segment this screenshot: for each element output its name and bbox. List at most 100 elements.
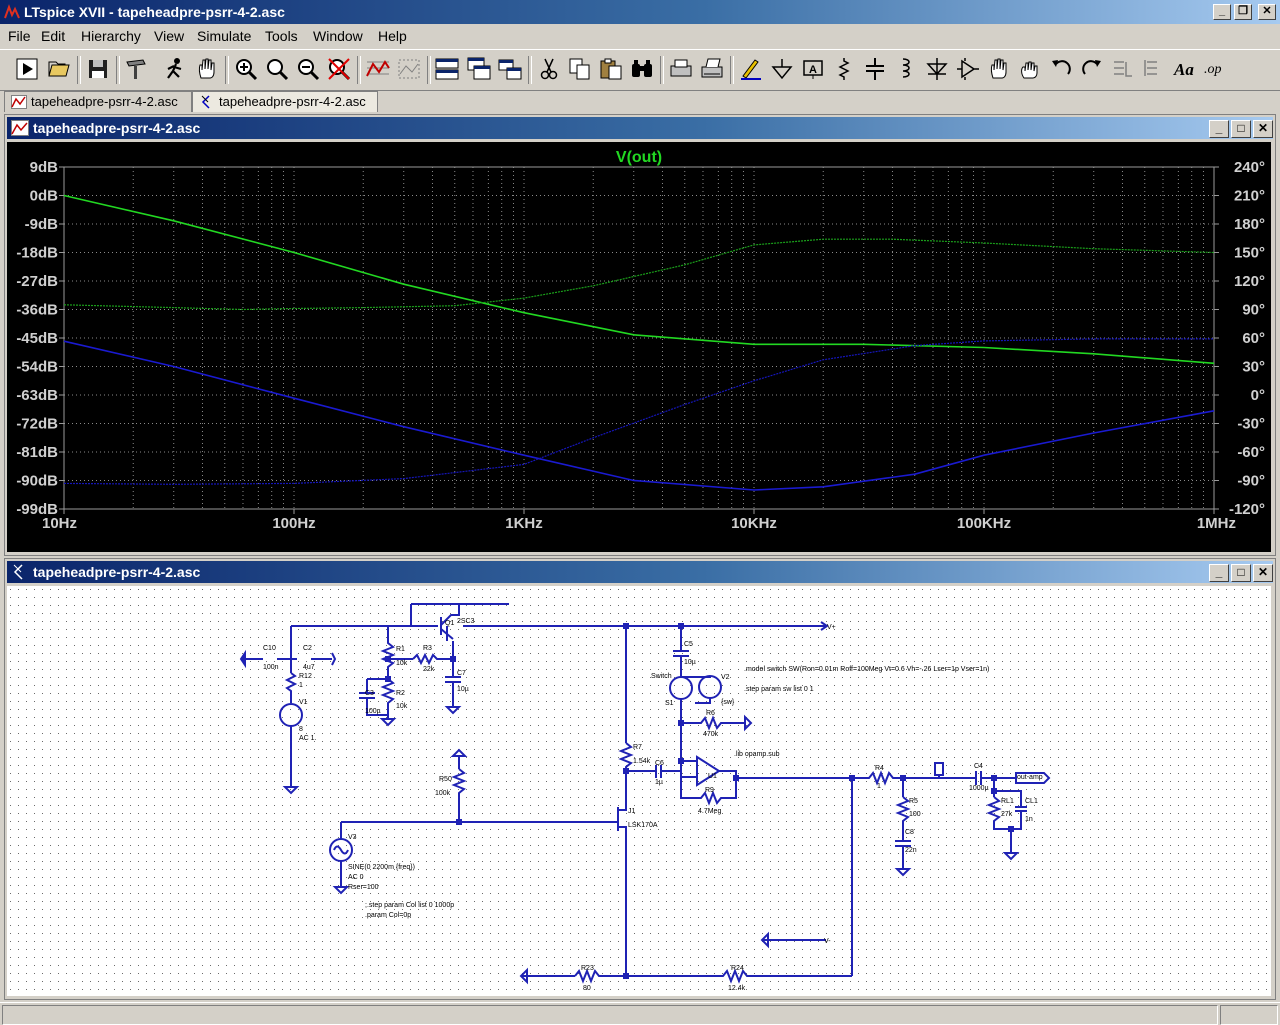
schematic-label[interactable]: AC 1. (299, 735, 317, 742)
copy-icon[interactable] (567, 56, 593, 82)
schematic-label[interactable]: 10k (396, 660, 408, 667)
schematic-label[interactable]: LSK170A (628, 822, 658, 829)
autoscale-icon[interactable] (365, 56, 391, 82)
schematic-label[interactable]: V2 (721, 674, 730, 681)
schematic-label[interactable]: 2SC3 (457, 618, 475, 625)
undo-icon[interactable] (1048, 56, 1074, 82)
schematic-label[interactable]: 100n (263, 664, 279, 671)
schematic-label[interactable]: SINE(0 2200m {freq}) (348, 864, 415, 871)
diode-icon[interactable] (924, 56, 950, 82)
paste-icon[interactable] (598, 56, 624, 82)
schematic-label[interactable]: 10k (396, 703, 408, 710)
zoom-in-icon[interactable] (233, 56, 259, 82)
schematic-label[interactable]: Rser=100 (348, 884, 379, 891)
schematic-label[interactable]: .param Col=0p (365, 912, 411, 919)
schematic-label[interactable]: R7 (633, 744, 642, 751)
menu-window[interactable]: Window (313, 28, 363, 44)
schematic-label[interactable]: 4.7Meg (698, 808, 721, 815)
menu-help[interactable]: Help (378, 28, 407, 44)
halt-icon[interactable] (162, 56, 188, 82)
schematic-label[interactable]: C5 (684, 641, 693, 648)
schematic-label[interactable]: C10 (263, 645, 276, 652)
schematic-label[interactable]: .model switch SW(Ron=0.01m Roff=100Meg V… (744, 666, 989, 673)
menu-file[interactable]: File (8, 28, 31, 44)
schematic-label[interactable]: V1 (299, 699, 308, 706)
tile-vertical-icon[interactable] (497, 56, 523, 82)
schematic-label[interactable]: C4 (974, 763, 983, 770)
schematic-label[interactable]: Q1 (445, 620, 454, 627)
print-icon[interactable] (699, 56, 725, 82)
schematic-label[interactable]: 22k (423, 666, 435, 673)
schematic-label[interactable]: {sw} (721, 699, 735, 706)
schematic-label[interactable]: 10µ (684, 659, 696, 666)
capacitor-icon[interactable] (862, 56, 888, 82)
restore-button[interactable]: ❐ (1234, 4, 1252, 20)
schematic-label[interactable]: C3 (365, 690, 374, 697)
schematic-label[interactable]: 1 (877, 783, 881, 790)
print-preview-icon[interactable] (668, 56, 694, 82)
schematic-label[interactable]: R5 (909, 798, 918, 805)
open-icon[interactable] (46, 56, 72, 82)
schematic-label[interactable]: R3 (423, 645, 432, 652)
move-icon[interactable] (986, 56, 1012, 82)
schematic-label[interactable]: C8 (905, 829, 914, 836)
schematic-label[interactable]: 10µ (457, 686, 469, 693)
schematic-label[interactable]: R2 (396, 690, 405, 697)
tile-horizontal-icon[interactable] (434, 56, 460, 82)
schematic-label[interactable]: 1.54k (633, 758, 651, 765)
tab-schematic[interactable]: tapeheadpre-psrr-4-2.asc (192, 91, 378, 112)
component-icon[interactable] (955, 56, 981, 82)
schematic-label[interactable]: 22n (905, 847, 917, 854)
schematic-label[interactable]: 100 (909, 811, 921, 818)
menu-view[interactable]: View (154, 28, 185, 44)
zoom-cancel-icon[interactable] (326, 56, 352, 82)
schematic-label[interactable]: R12 (299, 673, 312, 680)
schematic-label[interactable]: 100µ (365, 708, 381, 715)
menu-simulate[interactable]: Simulate (197, 28, 252, 44)
control-panel-icon[interactable] (123, 56, 149, 82)
schematic-label[interactable]: V- (824, 938, 831, 945)
schematic-label[interactable]: R1 (396, 646, 405, 653)
schematic-label[interactable]: C2 (303, 645, 312, 652)
redo-icon[interactable] (1079, 56, 1105, 82)
cut-icon[interactable] (536, 56, 562, 82)
schematic-label[interactable]: .lib opamp.sub (734, 751, 780, 758)
close-button[interactable]: ✕ (1258, 4, 1276, 20)
schematic-label[interactable]: 1 (299, 682, 303, 689)
schematic-label[interactable]: Switch (651, 673, 672, 680)
waveform-icon[interactable] (396, 56, 422, 82)
waveform-plot[interactable]: 9dB0dB-9dB-18dB-27dB-36dB-45dB-54dB-63dB… (7, 142, 1271, 552)
drag-icon[interactable] (1017, 56, 1043, 82)
schematic-close-button[interactable]: ✕ (1253, 564, 1273, 582)
schematic-label[interactable]: C7 (457, 670, 466, 677)
schematic-label[interactable]: R23 (581, 965, 594, 972)
schematic-label[interactable]: R6 (706, 710, 715, 717)
schematic-maximize-button[interactable]: □ (1231, 564, 1251, 582)
run-icon[interactable] (14, 56, 40, 82)
draw-wire-icon[interactable] (737, 56, 763, 82)
zoom-area-icon[interactable] (264, 56, 290, 82)
menu-edit[interactable]: Edit (41, 28, 66, 44)
menu-hierarchy[interactable]: Hierarchy (81, 28, 141, 44)
waveform-minimize-button[interactable]: _ (1209, 120, 1229, 138)
schematic-label[interactable]: CL1 (1025, 798, 1038, 805)
schematic-label[interactable]: 470k (703, 731, 719, 738)
schematic-label[interactable]: 12.4k (728, 985, 746, 992)
schematic-label[interactable]: R50 (439, 776, 452, 783)
menu-tools[interactable]: Tools (265, 28, 298, 44)
resistor-icon[interactable] (831, 56, 857, 82)
label-icon[interactable]: A (800, 56, 826, 82)
pan-icon[interactable] (194, 56, 220, 82)
schematic-label[interactable]: R4 (875, 765, 884, 772)
spice-directive-icon[interactable]: .op (1203, 56, 1229, 82)
schematic-label[interactable]: V+ (827, 624, 836, 631)
schematic-label[interactable]: .step param sw list 0 1 (744, 686, 814, 693)
text-icon[interactable]: Aa (1172, 56, 1198, 82)
mirror-icon[interactable] (1141, 56, 1167, 82)
schematic-label[interactable]: J1 (628, 808, 636, 815)
schematic-label[interactable]: RL1 (1001, 798, 1014, 805)
plot-trace-label[interactable]: V(out) (616, 149, 662, 166)
schematic-label[interactable]: AC 0 (348, 874, 364, 881)
schematic-label[interactable]: S1 (665, 700, 674, 707)
schematic-label[interactable]: 27k (1001, 811, 1013, 818)
